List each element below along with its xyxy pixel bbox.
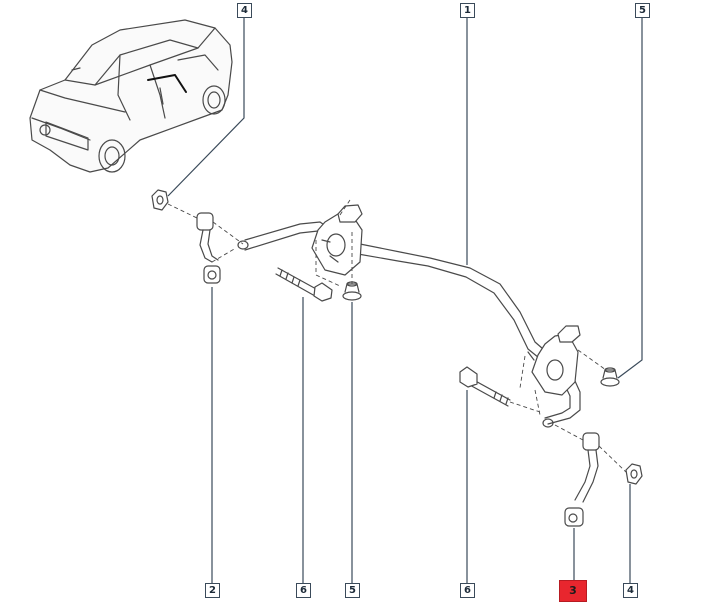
bushing-bracket-left-icon bbox=[311, 204, 363, 276]
callout-6-bottom-left[interactable]: 6 bbox=[296, 583, 311, 598]
callout-6-bottom-right[interactable]: 6 bbox=[460, 583, 475, 598]
car-illustration-icon bbox=[29, 19, 233, 173]
flange-nut-right-icon bbox=[600, 367, 620, 387]
assembly-guides bbox=[167, 199, 627, 473]
stabilizer-bar-icon bbox=[237, 221, 581, 428]
bolt-right-icon bbox=[459, 366, 511, 407]
nut-top-left-icon bbox=[151, 189, 169, 211]
link-rod-left-icon bbox=[196, 212, 221, 284]
callout-1-top[interactable]: 1 bbox=[460, 3, 475, 18]
flange-nut-left-icon bbox=[342, 281, 362, 301]
callout-3-bottom-selected[interactable]: 3 bbox=[559, 580, 587, 602]
callout-4-bottom[interactable]: 4 bbox=[623, 583, 638, 598]
nut-right-icon bbox=[625, 463, 643, 485]
callout-2-bottom[interactable]: 2 bbox=[205, 583, 220, 598]
callout-4-top[interactable]: 4 bbox=[237, 3, 252, 18]
bushing-bracket-right-icon bbox=[527, 325, 581, 396]
callout-5-top[interactable]: 5 bbox=[635, 3, 650, 18]
callout-leaders bbox=[167, 18, 643, 583]
bolt-left-icon bbox=[275, 267, 333, 302]
callout-5-bottom[interactable]: 5 bbox=[345, 583, 360, 598]
link-rod-right-icon bbox=[564, 432, 600, 527]
